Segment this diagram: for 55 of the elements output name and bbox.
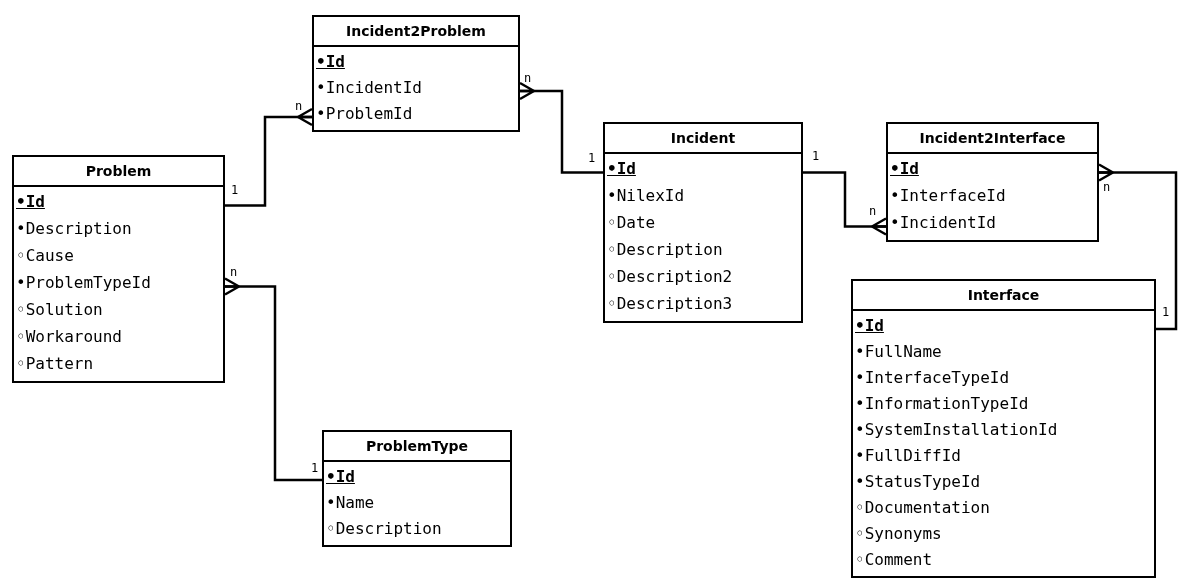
cardinality-label: n <box>230 266 238 278</box>
field-name: •InformationTypeId <box>855 393 1029 415</box>
field-name: ◦Comment <box>855 549 933 571</box>
entity-table <box>851 279 1156 578</box>
table-title: Problem <box>14 157 223 187</box>
field-name: ◦Synonyms <box>855 523 942 545</box>
field-name: ◦Documentation <box>855 497 990 519</box>
cardinality-label: n <box>295 100 303 112</box>
table-title: Interface <box>853 281 1154 311</box>
cardinality-label: n <box>869 205 877 217</box>
primary-key-field: •Id <box>316 50 345 74</box>
relationship-line <box>803 171 888 236</box>
field-name: •ProblemId <box>316 103 413 125</box>
field-name: ◦Description2 <box>607 266 733 288</box>
primary-key-field: •Id <box>890 157 919 181</box>
primary-key-field: •Id <box>607 157 636 181</box>
field-name: ◦Description <box>326 518 442 540</box>
field-name: ◦Workaround <box>16 326 122 348</box>
cardinality-label: n <box>524 72 532 84</box>
entity-table <box>322 430 512 547</box>
field-name: •IncidentId <box>890 212 996 234</box>
field-name: ◦Description <box>607 239 723 261</box>
cardinality-label: 1 <box>588 152 596 164</box>
field-name: •InterfaceTypeId <box>855 367 1010 389</box>
field-name: •SystemInstallationId <box>855 419 1058 441</box>
table-title: Incident2Problem <box>314 17 518 47</box>
field-name: •StatusTypeId <box>855 471 981 493</box>
field-name: ◦Solution <box>16 299 103 321</box>
field-name: •InterfaceId <box>890 185 1006 207</box>
cardinality-label: n <box>1103 181 1111 193</box>
table-title: ProblemType <box>324 432 510 462</box>
cardinality-label: 1 <box>311 462 319 474</box>
primary-key-field: •Id <box>16 190 45 214</box>
entity-table <box>12 155 225 383</box>
field-name: •ProblemTypeId <box>16 272 151 294</box>
cardinality-label: 1 <box>231 184 239 196</box>
entity-table <box>603 122 803 323</box>
entity-table <box>886 122 1099 242</box>
field-name: •Description <box>16 218 132 240</box>
field-name: ◦Date <box>607 212 656 234</box>
relationship-line <box>225 107 314 207</box>
field-name: •FullDiffId <box>855 445 961 467</box>
field-name: •Name <box>326 492 375 514</box>
field-name: •FullName <box>855 341 942 363</box>
table-title: Incident2Interface <box>888 124 1097 154</box>
field-name: ◦Description3 <box>607 293 733 315</box>
cardinality-label: 1 <box>1162 306 1170 318</box>
table-title: Incident <box>605 124 801 154</box>
entity-table <box>312 15 520 132</box>
field-name: ◦Pattern <box>16 353 94 375</box>
primary-key-field: •Id <box>855 314 884 338</box>
field-name: •IncidentId <box>316 77 422 99</box>
field-name: •NilexId <box>607 185 685 207</box>
field-name: ◦Cause <box>16 245 74 267</box>
primary-key-field: •Id <box>326 465 355 489</box>
